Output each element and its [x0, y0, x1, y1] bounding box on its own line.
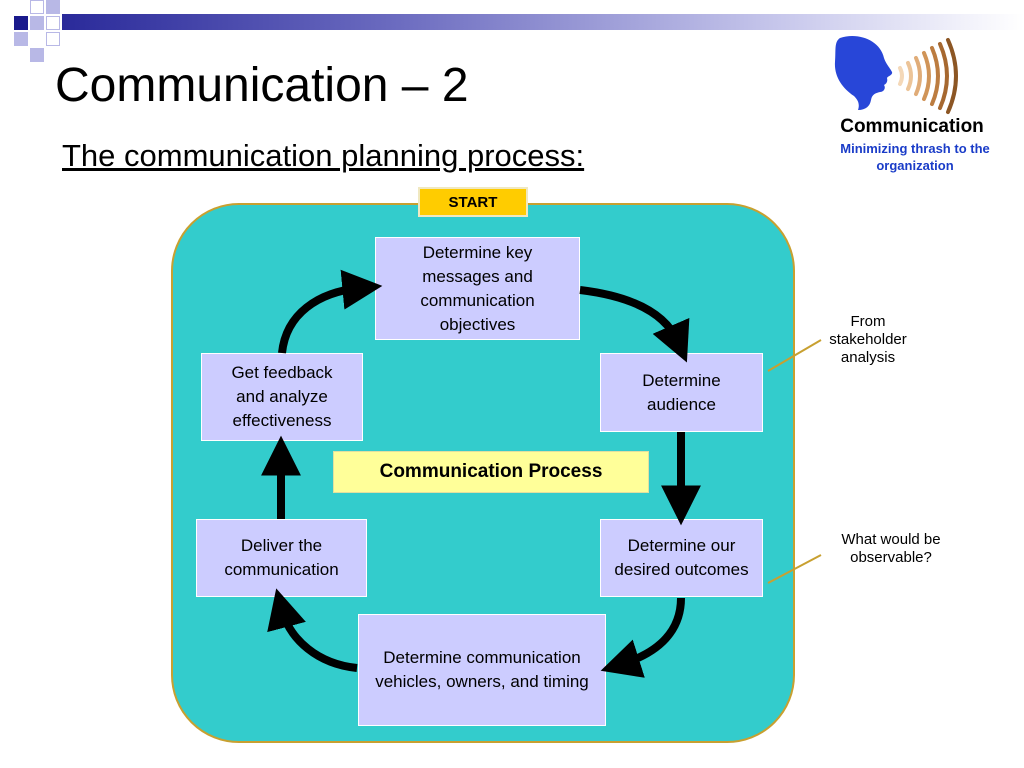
step-label: Determine audience — [642, 370, 721, 414]
step-label: Determine key messages and communication… — [420, 242, 535, 334]
decor-square — [46, 0, 60, 14]
step-vehicles-owners-timing: Determine communication vehicles, owners… — [358, 614, 606, 726]
decor-square — [14, 16, 28, 30]
note-observable: What would be observable? — [841, 531, 941, 566]
decor-square — [46, 32, 60, 46]
step-label: Determine our desired outcomes — [614, 536, 749, 579]
decor-square — [14, 32, 28, 46]
logo-subtitle: Minimizing thrash to the organization — [840, 141, 990, 173]
step-deliver: Deliver the communication — [196, 519, 367, 597]
start-marker: START — [418, 187, 528, 217]
step-feedback: Get feedback and analyze effectiveness — [201, 353, 363, 441]
step-label: Determine communication vehicles, owners… — [375, 648, 589, 691]
decor-square — [30, 16, 44, 30]
note-stakeholder: From stakeholder analysis — [829, 313, 907, 366]
slide-title: Communication – 2 — [55, 59, 469, 112]
logo-title: Communication — [840, 116, 984, 137]
decor-square — [46, 16, 60, 30]
decor-square — [30, 48, 44, 62]
center-label: Communication Process — [333, 451, 649, 493]
communication-logo: Communication Minimizing thrash to the o… — [800, 30, 1020, 180]
step-audience: Determine audience — [600, 353, 763, 432]
decor-square — [30, 0, 44, 14]
header-gradient-bar — [62, 14, 1024, 30]
step-label: Get feedback and analyze effectiveness — [231, 363, 333, 430]
slide-subtitle: The communication planning process: — [62, 138, 585, 173]
step-label: Deliver the communication — [224, 536, 339, 579]
step-desired-outcomes: Determine our desired outcomes — [600, 519, 763, 597]
speaking-head-icon — [834, 36, 958, 114]
step-key-messages: Determine key messages and communication… — [375, 237, 580, 340]
